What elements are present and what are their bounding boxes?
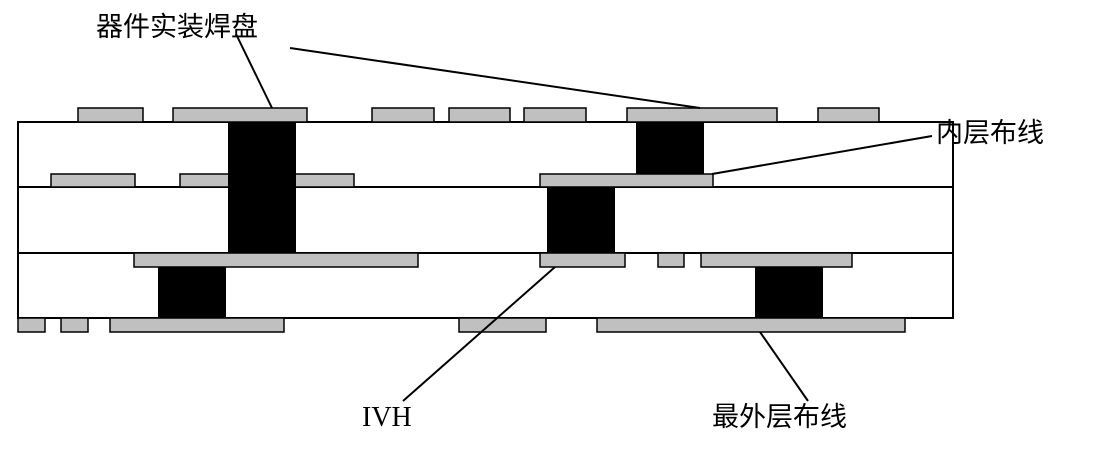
copper-pad-14	[700, 252, 853, 268]
substrate-layer-2	[17, 186, 954, 254]
copper-pads	[17, 107, 906, 333]
via-hole-1	[228, 122, 296, 253]
inner-wiring-label: 内层布线	[936, 118, 1044, 149]
copper-pad-1	[77, 107, 144, 123]
copper-pad-3	[371, 107, 435, 123]
copper-pad-19	[596, 317, 906, 333]
copper-pad-11	[133, 252, 419, 268]
copper-pad-2	[172, 107, 308, 123]
via-hole-5	[755, 267, 823, 318]
copper-pad-6	[626, 107, 778, 123]
leader-line-5	[759, 331, 809, 402]
leader-line-2	[289, 47, 701, 109]
component-pad-label: 器件实装焊盘	[96, 12, 258, 43]
substrate-layer-1	[17, 121, 954, 188]
copper-pad-13	[657, 252, 685, 268]
copper-pad-8	[50, 173, 136, 188]
leader-line-4	[402, 266, 556, 402]
via-hole-4	[158, 267, 226, 318]
outer-wiring-label: 最外层布线	[712, 402, 847, 433]
leader-line-3	[711, 135, 933, 175]
copper-pad-7	[817, 107, 880, 123]
copper-pad-5	[523, 107, 587, 123]
ivh-label: IVH	[362, 402, 412, 433]
copper-pad-10	[539, 173, 714, 188]
copper-pad-12	[539, 252, 626, 268]
copper-pad-15	[17, 317, 46, 333]
copper-pad-17	[109, 317, 285, 333]
via-hole-3	[547, 187, 615, 253]
via-hole-2	[636, 122, 704, 174]
copper-pad-4	[448, 107, 511, 123]
leader-lines	[235, 33, 933, 402]
via-holes	[158, 122, 823, 318]
copper-pad-18	[458, 317, 547, 333]
copper-pad-16	[60, 317, 89, 333]
leader-line-1	[235, 33, 273, 109]
